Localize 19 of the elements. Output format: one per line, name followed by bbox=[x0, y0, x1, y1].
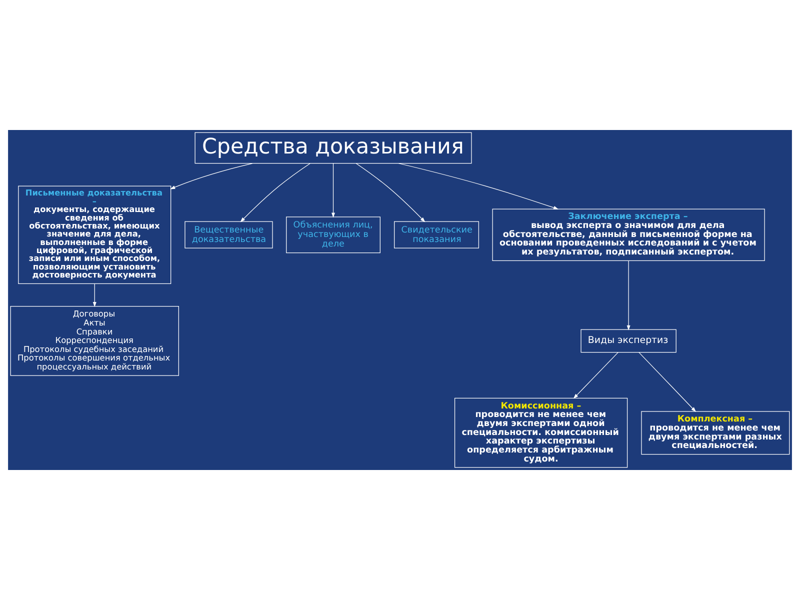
node-box: Заключение эксперта – вывод эксперта о значимом для дела обстоятельстве, данный в письменной форме на основании проведенных исследований и с учетом их результатов, подписанный экспертом. bbox=[492, 208, 765, 261]
node-box: Договоры Акты Справки Корреспонденция Протоколы судебных заседаний Протоколы совершения отдельных процессуальных действий bbox=[10, 306, 179, 376]
node-box: Объяснения лиц, участвующих в деле bbox=[286, 216, 380, 254]
node-box: Комплексная – проводится не менее чем двумя экспертами разных специальностей. bbox=[641, 411, 790, 455]
node-box: Средства доказывания bbox=[194, 132, 472, 164]
arrow bbox=[638, 352, 696, 412]
arrow bbox=[626, 260, 630, 330]
arrow bbox=[398, 163, 559, 210]
arrow bbox=[92, 284, 96, 308]
node-box: Комиссионная – проводится не менее чем двумя экспертами одной специальности. комиссионный характер экспертизы определяется арбитражным судом. bbox=[454, 398, 628, 468]
node-box: Письменные доказательства – документы, содержащие сведения об обстоятельствах, имеющих значение для дела, выполненные в форме цифровой, графической записи или иным способом, позволяющим установить достоверность документа bbox=[18, 186, 172, 284]
arrow bbox=[573, 352, 618, 399]
node-box: Свидетельские показания bbox=[394, 221, 480, 248]
arrow bbox=[356, 163, 426, 222]
arrow bbox=[170, 163, 253, 190]
arrow bbox=[332, 163, 336, 218]
node-box: Виды экспертиз bbox=[580, 329, 676, 353]
node-box: Вещественные доказательства bbox=[184, 221, 273, 248]
arrow bbox=[240, 163, 310, 222]
